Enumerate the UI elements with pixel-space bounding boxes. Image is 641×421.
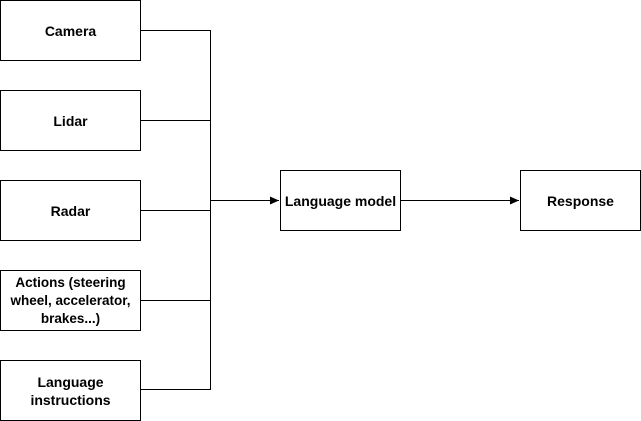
node-language-model-label: Language model (284, 192, 397, 209)
node-camera-label: Camera (44, 22, 97, 39)
node-language-instructions: Language instructions (0, 360, 141, 421)
node-radar-label: Radar (50, 202, 91, 219)
node-lidar: Lidar (0, 90, 141, 151)
node-radar: Radar (0, 180, 141, 241)
node-response-label: Response (547, 192, 614, 209)
node-language-instructions-label: Language instructions (30, 373, 111, 408)
node-actions: Actions (steering wheel, accelerator, br… (0, 270, 141, 331)
node-language-model: Language model (280, 170, 401, 231)
node-response: Response (520, 170, 641, 231)
node-actions-label: Actions (steering wheel, accelerator, br… (10, 274, 131, 326)
node-camera: Camera (0, 0, 141, 61)
node-lidar-label: Lidar (53, 112, 88, 129)
